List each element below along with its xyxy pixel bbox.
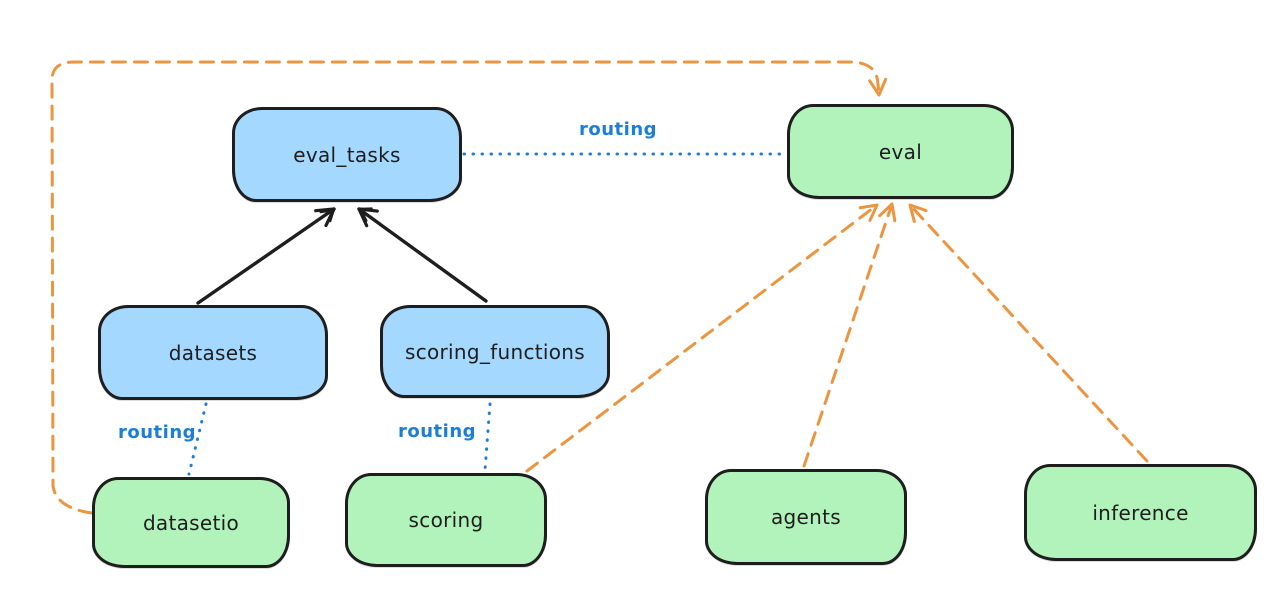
node-eval-label: eval bbox=[878, 139, 923, 164]
edge-scoring-functions-to-eval-tasks bbox=[357, 207, 488, 303]
node-inference-label: inference bbox=[1092, 500, 1189, 525]
node-datasetio-label: datasetio bbox=[142, 510, 240, 535]
node-agents-label: agents bbox=[771, 505, 841, 529]
edge-scoring-to-eval bbox=[525, 203, 879, 473]
node-datasets: datasets bbox=[98, 305, 328, 400]
node-eval: eval bbox=[787, 104, 1014, 199]
routing-label-eval-tasks-eval: routing bbox=[579, 119, 658, 140]
node-eval-tasks-label: eval_tasks bbox=[293, 142, 401, 167]
node-scoring: scoring bbox=[345, 473, 547, 567]
node-datasets-label: datasets bbox=[168, 340, 258, 365]
node-eval-tasks: eval_tasks bbox=[232, 107, 462, 202]
routing-label-datasets-datasetio: routing bbox=[118, 422, 197, 443]
edge-scoring-functions-to-scoring-routing bbox=[483, 402, 492, 472]
node-agents: agents bbox=[705, 469, 907, 565]
edge-datasets-to-eval-tasks bbox=[196, 207, 336, 305]
edge-inference-to-eval bbox=[908, 203, 1149, 463]
edge-datasets-to-datasetio-routing bbox=[187, 402, 208, 476]
edge-agents-to-eval bbox=[802, 202, 897, 468]
node-scoring-functions: scoring_functions bbox=[380, 305, 610, 398]
node-datasetio: datasetio bbox=[92, 477, 290, 568]
node-scoring-functions-label: scoring_functions bbox=[404, 339, 586, 364]
edge-datasetio-to-eval bbox=[50, 60, 888, 515]
routing-label-scoring-functions-scoring: routing bbox=[398, 421, 477, 442]
node-inference: inference bbox=[1024, 464, 1257, 561]
node-scoring-label: scoring bbox=[408, 508, 484, 532]
